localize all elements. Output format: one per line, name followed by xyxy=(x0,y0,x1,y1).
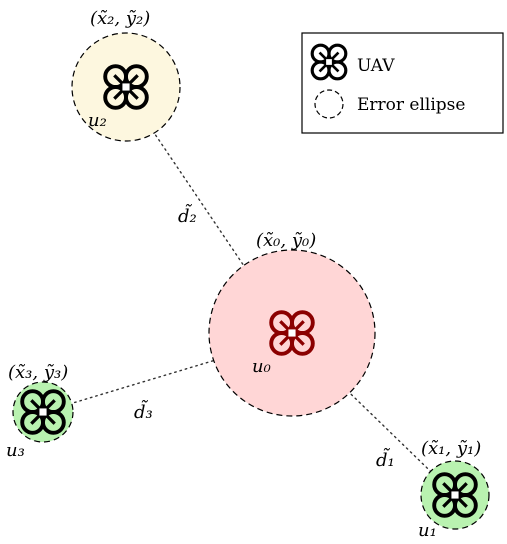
node-u0: u₀ (x̃₀, ỹ₀) xyxy=(208,230,376,417)
node-label-u2: u₂ xyxy=(88,110,107,131)
node-u3: u₃ (x̃₃, ỹ₃) xyxy=(6,362,74,461)
node-label-u0: u₀ xyxy=(252,356,271,377)
distance-label-d1: d̃₁ xyxy=(376,448,395,471)
distance-label-d3: d̃₃ xyxy=(134,400,153,423)
legend: UAV Error ellipse xyxy=(301,32,504,134)
legend-box xyxy=(301,32,504,134)
coord-label-u1: (x̃₁, ỹ₁) xyxy=(421,438,481,459)
node-label-u1: u₁ xyxy=(418,520,437,541)
coord-label-u3: (x̃₃, ỹ₃) xyxy=(8,362,68,383)
coord-label-u2: (x̃₂, ỹ₂) xyxy=(90,8,150,29)
legend-ellipse-label: Error ellipse xyxy=(357,95,465,115)
node-u2: u₂ (x̃₂, ỹ₂) xyxy=(71,8,181,142)
node-u1: u₁ (x̃₁, ỹ₁) xyxy=(418,438,490,541)
coord-label-u0: (x̃₀, ỹ₀) xyxy=(256,230,316,251)
node-label-u3: u₃ xyxy=(6,440,25,461)
error-ellipse-icon xyxy=(314,89,344,119)
distance-label-d2: d̃₂ xyxy=(178,204,197,227)
legend-uav-label: UAV xyxy=(357,56,395,76)
